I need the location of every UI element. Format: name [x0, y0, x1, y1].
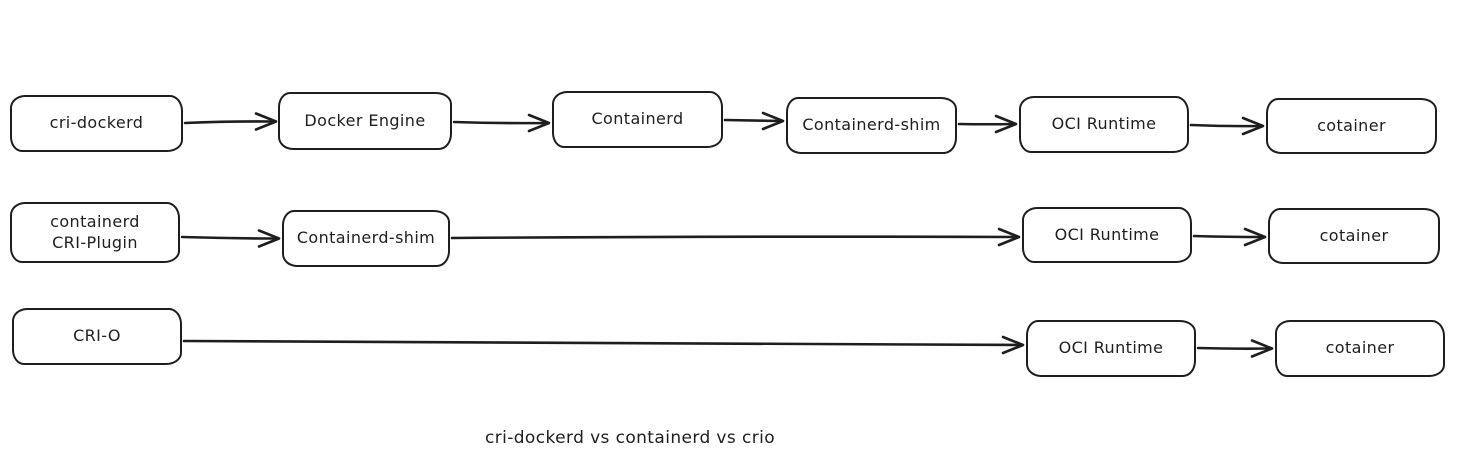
- node-cotainer-row3: cotainer: [1275, 320, 1445, 377]
- arrow-containerd-shim-to-oci-runtime: [957, 114, 1018, 134]
- arrow-containerd-to-containerd-shim: [723, 111, 785, 131]
- arrow-cri-dockerd-to-docker-engine: [183, 112, 278, 131]
- node-containerd-cri-plugin: containerd CRI-Plugin: [10, 202, 180, 263]
- node-containerd-shim-row2: Containerd-shim: [282, 210, 450, 267]
- node-oci-runtime-row3: OCI Runtime: [1026, 320, 1196, 377]
- node-crio: CRI-O: [12, 308, 182, 365]
- arrow-oci-runtime-to-cotainer-row1: [1189, 116, 1265, 136]
- node-cri-dockerd: cri-dockerd: [10, 95, 183, 152]
- arrow-oci-runtime-to-cotainer-row2: [1192, 227, 1267, 247]
- arrow-crio-to-oci-runtime: [182, 335, 1025, 355]
- arrow-oci-runtime-to-cotainer-row3: [1196, 339, 1274, 358]
- node-containerd-shim-row1: Containerd-shim: [786, 97, 957, 154]
- diagram-caption: cri-dockerd vs containerd vs crio: [484, 428, 776, 448]
- node-cotainer-row2: cotainer: [1268, 208, 1440, 264]
- arrow-containerd-shim-to-oci-runtime-row2: [450, 227, 1021, 247]
- node-oci-runtime-row2: OCI Runtime: [1022, 207, 1192, 263]
- arrow-cri-plugin-to-containerd-shim: [180, 229, 281, 248]
- node-containerd: Containerd: [552, 91, 723, 148]
- node-docker-engine: Docker Engine: [278, 92, 452, 150]
- node-cotainer-row1: cotainer: [1266, 98, 1437, 154]
- node-oci-runtime-row1: OCI Runtime: [1019, 96, 1189, 153]
- arrow-docker-engine-to-containerd: [452, 113, 551, 133]
